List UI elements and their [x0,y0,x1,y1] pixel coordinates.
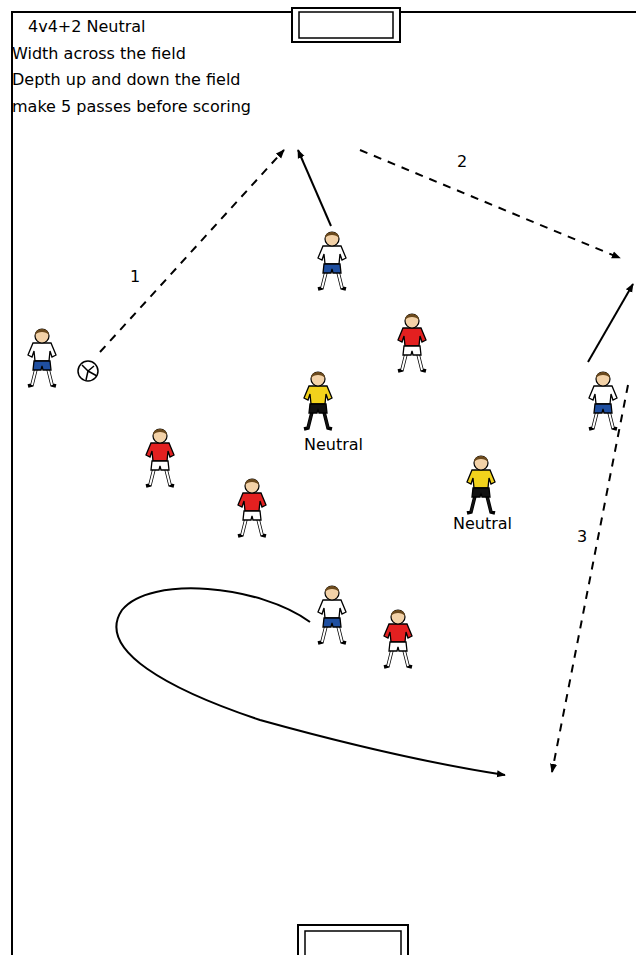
goal-net [305,931,401,955]
player-shirt [318,246,346,264]
player-figure [238,479,266,536]
player-hair [325,232,339,238]
player-figure [146,429,174,486]
player-shirt [467,470,495,488]
player-shorts [243,511,261,520]
player-socks [322,626,342,642]
player-hair [325,586,339,592]
player-socks [471,496,491,512]
player-label: Neutral [304,436,363,454]
player-head [405,314,419,328]
player-head [596,372,610,386]
player-figure [467,456,495,513]
player-socks [32,369,52,385]
player-figure [28,329,56,386]
player-shorts [309,404,327,413]
player-shirt [28,343,56,361]
player-hair [245,479,259,485]
player-head [35,329,49,343]
player-hair [474,456,488,462]
note-text: Width across the field [12,45,186,63]
player-hair [35,329,49,335]
player-legs [318,272,346,289]
player-figure [318,232,346,289]
player-legs [238,519,266,536]
player-legs [398,354,426,371]
run-arrow [298,150,331,226]
player-hair [311,372,325,378]
player-shirt [146,443,174,461]
player-legs [28,369,56,386]
player-socks [388,650,408,666]
field-boundary [12,12,636,955]
goal [292,8,400,42]
player-figure [589,372,617,429]
player-socks [308,412,328,428]
player-shorts [594,404,612,413]
player-socks [402,354,422,370]
pass-arrow [360,150,620,258]
note-text: Depth up and down the field [12,71,241,89]
player-legs [384,650,412,667]
player-head [325,586,339,600]
player-shirt [398,328,426,346]
callout-number: 3 [577,528,587,546]
player-figure [304,372,332,429]
player-head [245,479,259,493]
player-socks [150,469,170,485]
player-figure [384,610,412,667]
player-head [311,372,325,386]
player-figure [398,314,426,371]
pass-arrow [100,150,284,352]
goal-net [299,12,393,38]
callout-number: 1 [130,268,140,286]
player-shorts [472,488,490,497]
ball [78,361,98,381]
player-legs [467,496,495,513]
run-arrow [588,284,633,362]
run-arrow [116,588,505,775]
player-shirt [318,600,346,618]
player-shirt [304,386,332,404]
pass-arrow [552,385,628,772]
player-shorts [151,461,169,470]
player-legs [146,469,174,486]
ball-panels [82,365,97,380]
note-text: make 5 passes before scoring [12,98,251,116]
player-socks [242,519,262,535]
player-shorts [323,264,341,273]
player-legs [318,626,346,643]
player-shirt [384,624,412,642]
player-head [474,456,488,470]
player-head [325,232,339,246]
player-shorts [403,346,421,355]
player-socks [322,272,342,288]
player-label: Neutral [453,515,512,533]
player-hair [596,372,610,378]
player-shorts [33,361,51,370]
drill-title: 4v4+2 Neutral [28,18,146,36]
player-shirt [238,493,266,511]
goal [298,925,408,955]
player-hair [391,610,405,616]
player-legs [589,412,617,429]
player-figure [318,586,346,643]
player-head [153,429,167,443]
player-legs [304,412,332,429]
player-head [391,610,405,624]
player-hair [153,429,167,435]
callout-number: 2 [457,153,467,171]
player-socks [593,412,613,428]
player-shirt [589,386,617,404]
player-hair [405,314,419,320]
player-shorts [389,642,407,651]
player-shorts [323,618,341,627]
